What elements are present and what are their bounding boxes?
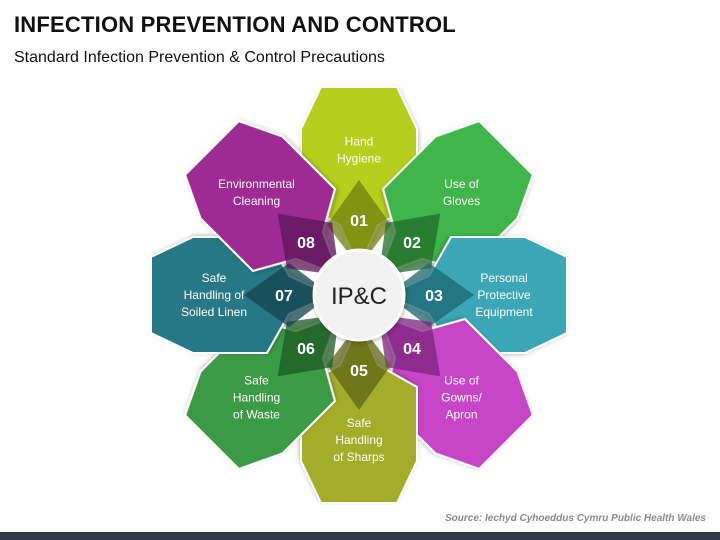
- petal-number: 06: [297, 341, 315, 358]
- petal-number-badge: [378, 314, 441, 377]
- page-subtitle: Standard Infection Prevention & Control …: [14, 49, 385, 66]
- source-note: Source: Iechyd Cyhoeddus Cymru Public He…: [445, 513, 706, 524]
- petal-number-badge: [327, 180, 391, 267]
- petal-number-badge: [387, 263, 474, 327]
- petal-number-badge: [327, 323, 391, 410]
- petal-number: 05: [350, 363, 368, 380]
- center-label: IP&C: [331, 283, 387, 310]
- petal-number-badge: [277, 314, 340, 377]
- petal-number: 07: [275, 288, 293, 305]
- page-title: INFECTION PREVENTION AND CONTROL: [14, 12, 456, 37]
- petal-number: 03: [425, 288, 443, 305]
- petal-number: 08: [297, 235, 315, 252]
- petal-number-badge: [244, 263, 331, 327]
- bottom-bar: [0, 532, 720, 540]
- petal-number: 01: [350, 213, 368, 230]
- petal-number-badge: [378, 213, 441, 276]
- center-circle: [312, 248, 406, 342]
- petal-number: 02: [403, 235, 421, 252]
- petal-number-badge: [277, 213, 340, 276]
- petal-number: 04: [403, 341, 421, 358]
